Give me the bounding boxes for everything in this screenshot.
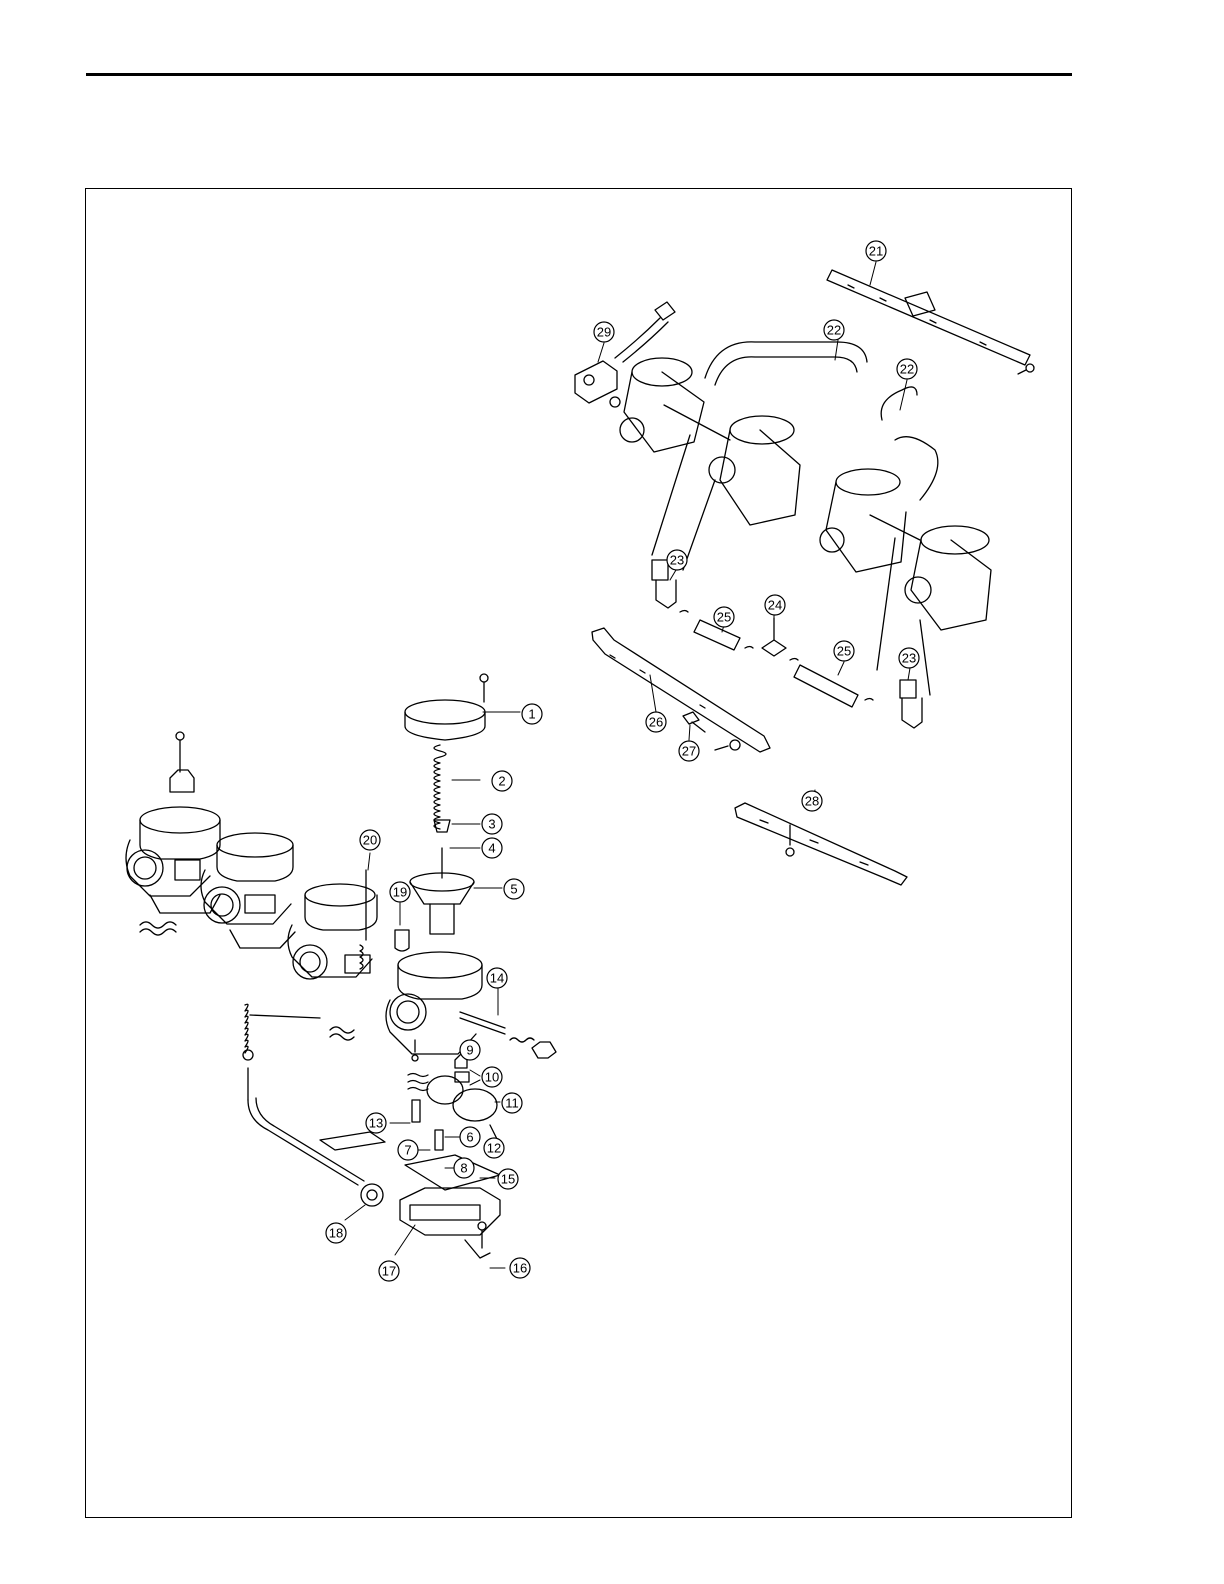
callout-number: 18 (329, 1226, 343, 1241)
callout-3: 3 (482, 814, 502, 834)
callout-number: 19 (393, 885, 407, 900)
callout-number: 15 (501, 1172, 515, 1187)
callout-number: 10 (485, 1070, 499, 1085)
callout-number: 23 (670, 553, 684, 568)
callout-leaders (345, 262, 910, 1268)
callout-9: 9 (460, 1040, 480, 1060)
callout-1: 1 (522, 704, 542, 724)
callout-number: 25 (837, 644, 851, 659)
callout-number: 8 (460, 1161, 467, 1176)
callout-18: 18 (326, 1223, 346, 1243)
callout-10: 10 (482, 1067, 502, 1087)
callout-number: 4 (488, 841, 495, 856)
callout-7: 7 (398, 1140, 418, 1160)
callout-number: 29 (597, 325, 611, 340)
callout-25: 23 (899, 648, 919, 668)
callout-number: 23 (902, 651, 916, 666)
callout-16: 16 (510, 1258, 530, 1278)
callout-28: 25 (834, 641, 854, 661)
callout-number: 2 (498, 774, 505, 789)
callout-12: 12 (484, 1138, 504, 1158)
callout-17: 17 (379, 1261, 399, 1281)
callout-number: 11 (505, 1096, 519, 1111)
callout-2: 2 (492, 771, 512, 791)
callout-24: 23 (667, 550, 687, 570)
callout-number: 26 (649, 715, 663, 730)
callout-number: 24 (768, 598, 782, 613)
carburetor-bank-drawing (126, 674, 556, 1258)
callout-13: 13 (366, 1113, 386, 1133)
callout-number: 27 (682, 744, 696, 759)
callout-30: 27 (679, 741, 699, 761)
callout-number: 16 (513, 1261, 527, 1276)
callout-number: 13 (369, 1116, 383, 1131)
callout-number: 28 (805, 794, 819, 809)
callout-number: 25 (717, 610, 731, 625)
callout-labels: 1234567891011121314151617181920212222232… (326, 241, 919, 1281)
callout-number: 6 (466, 1130, 473, 1145)
callout-number: 3 (488, 817, 495, 832)
callout-number: 7 (404, 1143, 411, 1158)
callout-number: 14 (490, 971, 504, 986)
callout-15: 15 (498, 1169, 518, 1189)
callout-8: 8 (454, 1158, 474, 1178)
callout-21: 21 (866, 241, 886, 261)
callout-number: 12 (487, 1141, 501, 1156)
callout-19: 19 (390, 882, 410, 902)
callout-23: 22 (897, 359, 917, 379)
callout-number: 20 (363, 833, 377, 848)
callout-number: 9 (466, 1043, 473, 1058)
callout-number: 22 (827, 323, 841, 338)
callout-4: 4 (482, 838, 502, 858)
callout-number: 1 (528, 707, 535, 722)
callout-14: 14 (487, 968, 507, 988)
callout-number: 17 (382, 1264, 396, 1279)
callout-32: 29 (594, 322, 614, 342)
callout-number: 5 (510, 882, 517, 897)
callout-number: 22 (900, 362, 914, 377)
callout-22: 22 (824, 320, 844, 340)
callout-11: 11 (502, 1093, 522, 1113)
callout-6: 6 (460, 1127, 480, 1147)
callout-20: 20 (360, 830, 380, 850)
callout-26: 24 (765, 595, 785, 615)
callout-29: 26 (646, 712, 666, 732)
callout-5: 5 (504, 879, 524, 899)
callout-27: 25 (714, 607, 734, 627)
callout-31: 28 (802, 791, 822, 811)
callout-number: 21 (869, 244, 883, 259)
